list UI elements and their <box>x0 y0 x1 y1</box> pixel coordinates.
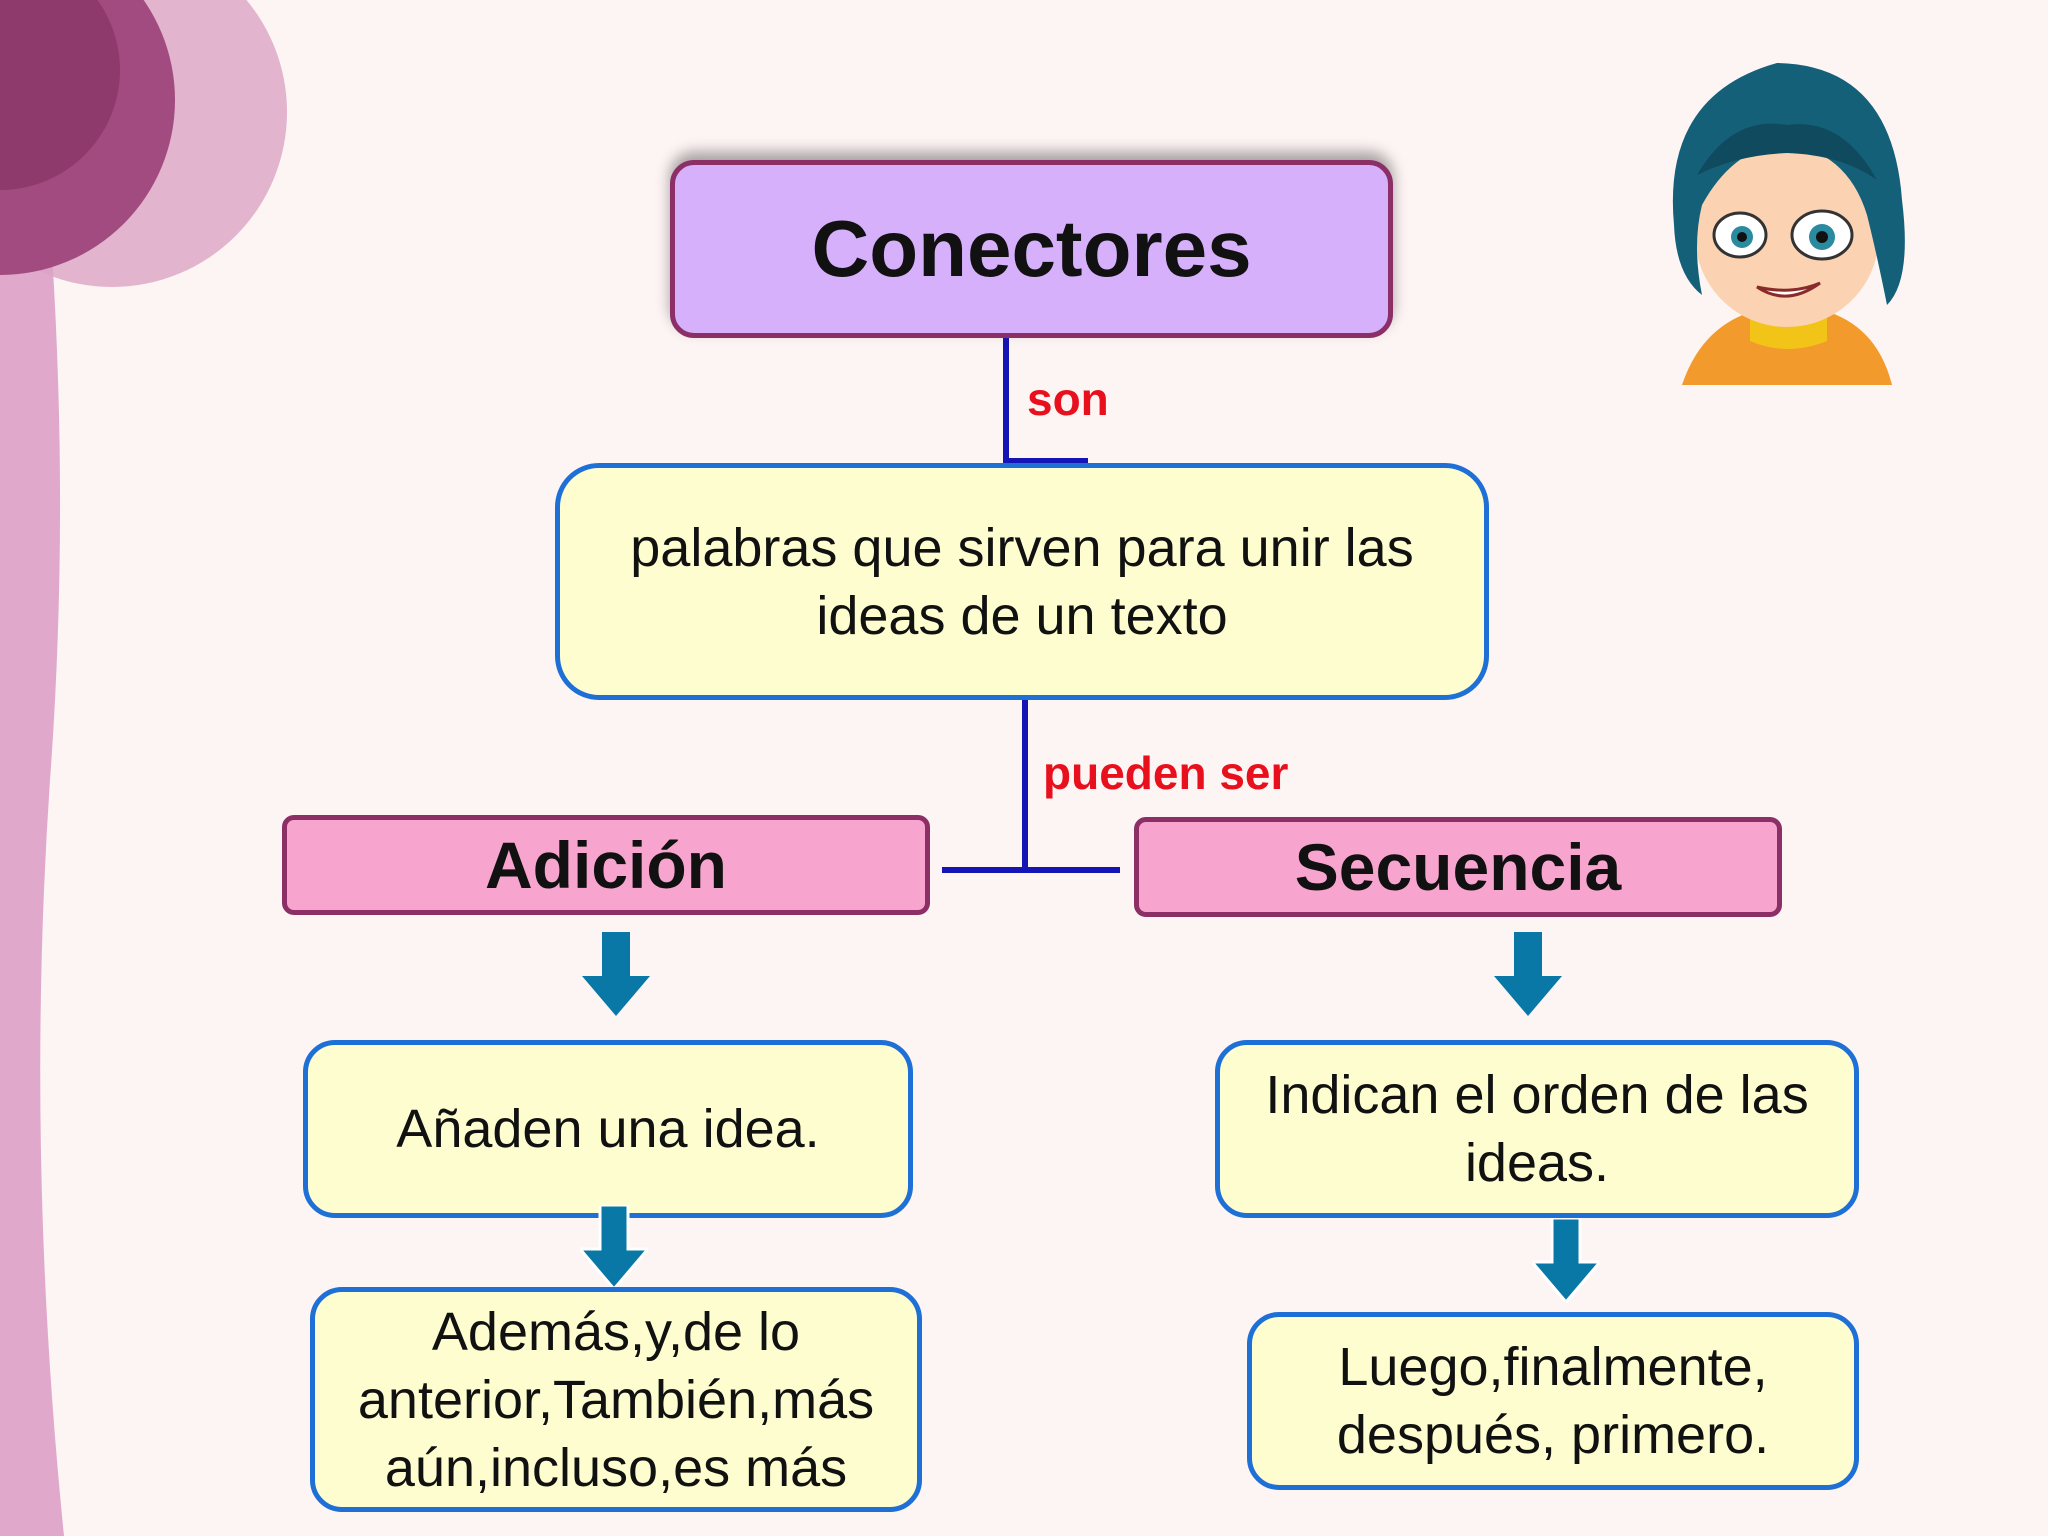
cartoon-girl-illustration <box>1672 63 1905 385</box>
secuencia-description-node: Indican el orden de las ideas. <box>1215 1040 1859 1218</box>
definition-text: palabras que sirven para unir las ideas … <box>630 517 1414 646</box>
link-label-pueden-ser: pueden ser <box>1043 747 1289 799</box>
secuencia-examples-node: Luego,finalmente, después, primero. <box>1247 1312 1859 1490</box>
secuencia-description-text: Indican el orden de las ideas. <box>1265 1065 1809 1193</box>
link-label-son: son <box>1027 373 1109 425</box>
category-adicion-node: Adición <box>282 815 930 915</box>
adicion-examples-node: Además,y,de lo anterior,También,más aún,… <box>310 1287 922 1512</box>
down-arrow-icon <box>580 1205 648 1289</box>
title-text: Conectores <box>811 204 1252 293</box>
down-arrow-icon <box>1532 1218 1600 1302</box>
adicion-description-text: Añaden una idea. <box>396 1099 820 1159</box>
adicion-description-node: Añaden una idea. <box>303 1040 913 1218</box>
category-secuencia-label: Secuencia <box>1294 830 1622 904</box>
adicion-examples-text: Además,y,de lo anterior,También,más aún,… <box>357 1301 875 1498</box>
down-arrow-icon <box>1494 932 1562 1016</box>
definition-node: palabras que sirven para unir las ideas … <box>555 463 1489 700</box>
category-adicion-label: Adición <box>485 828 727 902</box>
title-node: Conectores <box>670 160 1393 338</box>
category-secuencia-node: Secuencia <box>1134 817 1782 917</box>
down-arrow-icon <box>582 932 650 1016</box>
secuencia-examples-text: Luego,finalmente, después, primero. <box>1336 1337 1770 1465</box>
